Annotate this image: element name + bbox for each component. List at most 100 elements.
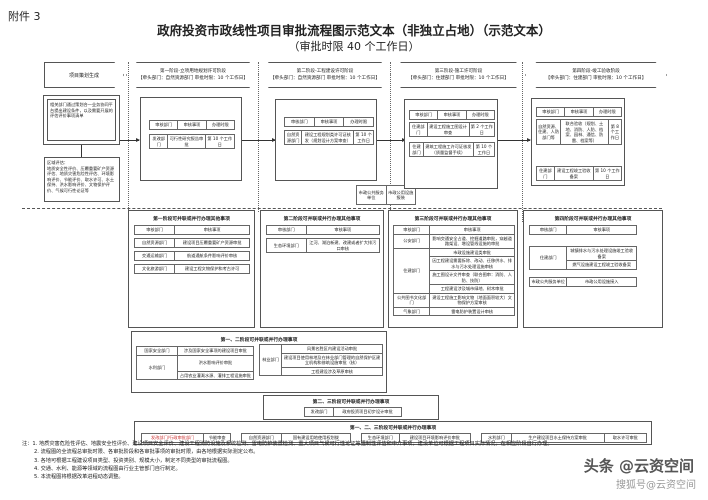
col-header: 审核部门 (284, 117, 315, 127)
panel-title: 第一阶段可并联或并行办理其他事项 (153, 217, 230, 222)
col-header: 审核事项 (437, 110, 467, 120)
stage-1-2-combined-panel: 第一、二阶段可并联或并行办理事项 国家安全部门涉及国家安全事项的建设项目审批 水… (131, 331, 387, 393)
col-header: 审核部门 (392, 225, 431, 235)
dept: 国家安全部门 (136, 346, 178, 356)
item: 取水许可审批 (603, 433, 648, 443)
col-header: 审核部门 (535, 107, 566, 117)
section-divider (22, 208, 662, 209)
stage-2-parallel-panel: 第二阶段可并联或并行办理其他事项 审核部门审核事项 生态环境部门江河、湖泊新建、… (260, 210, 384, 328)
item: 建设项目使用林地及在林业部门管理的自然保护区建立机构和修筑设施审批（核） (281, 352, 383, 368)
col-header: 审核事项 (429, 225, 515, 235)
page-title: 政府投资市政线性项目审批流程图示范文本（非独立占地）（示范文本） (157, 23, 551, 38)
dept: 自然资源、住建、人防部门等 (535, 119, 562, 145)
stage-lead: 【牵头部门：自然资源部门 审批时限：10 个工作日】 (138, 76, 248, 81)
col-header: 审核部门 (266, 225, 307, 235)
item: 建设工程施工图设计审查 (426, 122, 470, 137)
col-header: 办理时限 (343, 117, 374, 127)
arrow (498, 138, 531, 142)
item: 风景名胜区内建设活动审批 (281, 344, 383, 354)
note: 2. 流程图的全流程总审批时限、各审批阶段和各审批事项的审批时限，由各地根据实际… (34, 449, 259, 456)
watermark: 头条 @云资空间 (583, 457, 694, 475)
col-header: 审核部门 (133, 225, 176, 235)
time: 第 2 个工作日 (468, 122, 495, 137)
table-row: 自然资源部门国有建设用地使用权划拨 (241, 433, 352, 443)
item: 建设工程施工影响文物（地面面积较大）文物保护方案审核 (429, 292, 515, 308)
dept: 自然资源部门 (133, 238, 176, 248)
panel-title: 第四阶段可并联或并行办理其他事项 (554, 217, 632, 222)
item: 江河、湖泊新建、改建或者扩大排污口审核 (305, 238, 381, 253)
dept: 公共图书文化部门 (392, 292, 431, 308)
col-header: 办理时限 (205, 120, 236, 130)
arrow-up (81, 145, 82, 165)
divider (128, 62, 129, 212)
stage-4-header: 第四阶段-竣工验收阶段【牵头部门：住建部门 审批时限：10 个工作日】 (525, 62, 667, 88)
item: 建设工程规划类许可证核发（规划设计方案审查） (301, 130, 355, 145)
divider (390, 62, 391, 302)
note: 3. 各地可根据工程建设项目类型、投资类别、规模大小，制定不同类型的审批流程图。 (34, 457, 233, 464)
attachment-label: 附件 3 (8, 10, 41, 23)
col-header: 办理时限 (592, 107, 623, 117)
project-stage: 项目策划生成 (44, 62, 124, 88)
stage-lead: 【牵头部门：自然资源部门 审批时限：10 个工作日】 (270, 76, 380, 81)
col-header: 办理时限 (465, 110, 496, 120)
table-row: 水利部门生产建设项目水土保持方案审批取水许可审批 (481, 433, 648, 443)
stage-name: 第二阶段-工程建设许可阶段 (296, 69, 354, 74)
col-header: 审核事项 (566, 225, 637, 235)
table-row: 自然资源部门建设工程规划类许可证核发（规划设计方案审查）第 10 个工作日 (283, 130, 374, 145)
stage-name: 第一阶段-立项用地规划许可阶段 (160, 69, 226, 74)
table-row: 住建部门建筑工程施工许可证核发（质量监督手续）第 10 个工作日 (409, 142, 496, 157)
dept: 市政公共服务单位 (528, 277, 568, 287)
dept: 市政公共服务单位 (356, 185, 387, 205)
dept: 林业部门 (258, 344, 283, 376)
item: 雷电防护装置设计审核 (429, 306, 515, 316)
dept: 住建部门 (409, 142, 424, 157)
table-row: 住建部门城镇排水与污水处理设施竣工验收备案 (528, 246, 637, 270)
item: 工程建设涉及城市绿地、树木审批 (429, 284, 515, 294)
item: 工程建设涉及草原审核 (281, 366, 383, 376)
stage-name: 第四阶段-竣工验收阶段 (572, 69, 620, 74)
table-row: 施工图设计文件审查（联合图审：消防、人防、技防） (394, 270, 515, 285)
table-row: 住建部门建设工程施工图设计审查第 2 个工作日 (409, 122, 495, 137)
table-row: 交通运输部门航道通航条件影响评价审核 (133, 251, 250, 261)
stage-2-header: 第二阶段-工程建设许可阶段【牵头部门：自然资源部门 审批时限：10 个工作日】 (258, 62, 392, 88)
utility-box: 市政公共服务单位市政公用设施报装 (356, 185, 416, 205)
item: 建设工程文物保护和考古许可 (174, 264, 250, 274)
dept: 公安部门 (392, 233, 431, 249)
item: 因工程建设需要拆除、改动、迁移供水、排水与污水处理设施审核 (429, 256, 515, 271)
item: 建筑工程施工许可证核发（质量监督手续） (422, 142, 474, 157)
item: 政府投资项目初步设计审批 (333, 407, 402, 417)
table-row: 发改部门可行性研究报告审批第 10 个工作日 (148, 134, 236, 149)
item: 市政公用设施接入 (566, 277, 637, 287)
stage-1-box: 审核部门审核事项办理时限 发改部门可行性研究报告审批第 10 个工作日 (140, 97, 242, 181)
item: 联合验收（规划、土地、消防、人防、档案、园林、通信、防雷、档案等） (560, 119, 609, 145)
item: 节能审查 (203, 433, 231, 443)
regional-eval-box: 区域评估： 地质安全性评价、压覆重要矿产资源评估、地质灾害危险性评估、环境影响评… (44, 157, 120, 202)
stage-3-box: 审核部门审核事项办理时限 住建部门建设工程施工图设计审查第 2 个工作日 住建部… (404, 99, 498, 189)
dept: 文化旅游部门 (133, 264, 176, 274)
stage-1-2-3-combined-panel: 第一、二、三阶段可并联或并行办理事项 发改部门/行政审批部门节能审查 自然资源部… (134, 421, 652, 445)
table-row: 发改部门政府投资项目初步设计审批 (303, 407, 402, 417)
item: 建设工程竣工验收备案 (553, 166, 594, 181)
table-row: 自然资源部门建设项目压覆重要矿产资源审批 (133, 238, 250, 248)
col-header: 审核事项 (305, 225, 381, 235)
item: 施工图设计文件审查（联合图审：消防、人防、技防） (429, 270, 515, 285)
table-row: 发改部门/行政审批部门节能审查 (140, 433, 231, 443)
note: 5. 本流程图将根据改革进程动态调整。 (34, 474, 124, 481)
panel-title: 第二、三阶段可并联或并行办理事项 (312, 400, 390, 405)
col-header: 审核事项 (177, 120, 207, 130)
time: 第 8 个工作日 (607, 119, 623, 145)
table-row: 生态环境部门建设项目环境影响评价审批 (361, 433, 472, 443)
item: 城镇排水与污水处理设施竣工验收备案 (566, 246, 637, 261)
table-row: 水利部门洪水影响评价审批 (136, 354, 255, 380)
page-subtitle: （审批时限 40 个工作日） (288, 40, 420, 53)
planning-text: 相关部门通过策划合一业务协同平台提出建设条件，以及需要开展的评估评价事项清单 (50, 102, 113, 119)
table-row: 住建部门市政设施建设类审批 (392, 247, 515, 294)
item: 建设项目环境影响评价审批 (398, 433, 472, 443)
item: 市政公用设施报装 (385, 185, 416, 205)
watermark-secondary: 搜狐号@云资空间 (616, 480, 696, 491)
panel-title: 第二阶段可并联或并行办理其他事项 (283, 217, 361, 222)
item: 影响交通安全占道、挖掘道路审批，穿越道路架设、增设管线设施的审批 (429, 233, 515, 249)
stage-3-header: 第三阶段-施工许可阶段【牵头部门：住建部门 审批时限：10 个工作日】 (390, 62, 527, 88)
col-header: 审核事项 (313, 117, 345, 127)
col-header: 审核部门 (148, 120, 179, 130)
